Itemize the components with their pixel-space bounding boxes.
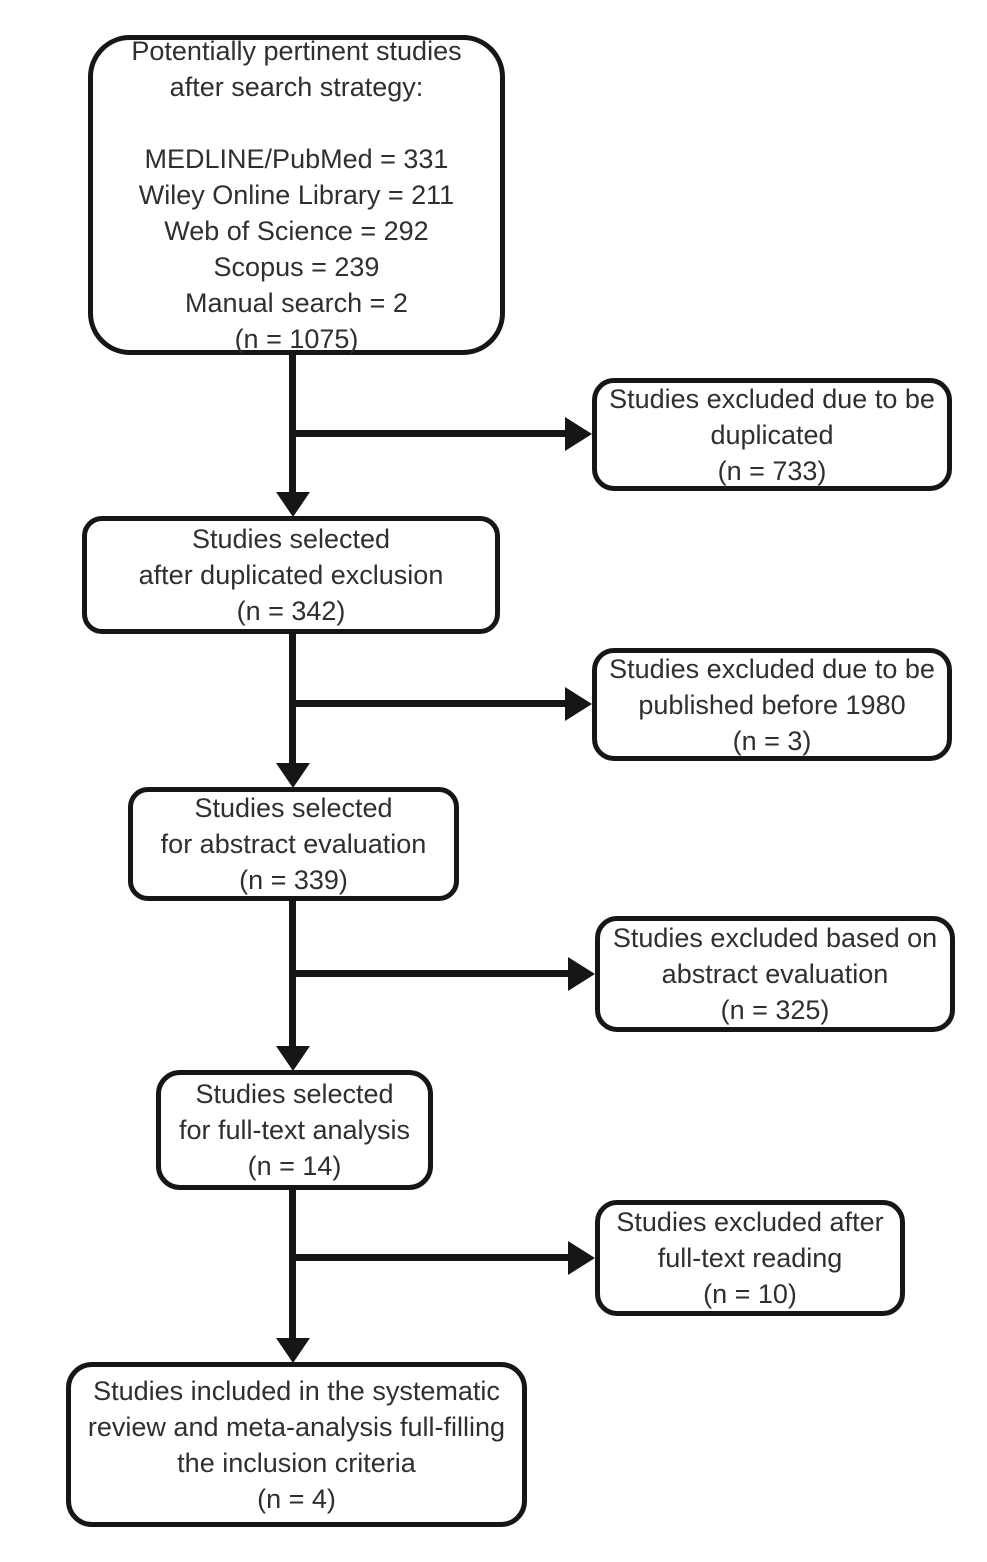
arrow-line-v4	[289, 1190, 296, 1339]
arrow-head-down-4	[276, 1338, 310, 1363]
node-full-text-analysis: Studies selected for full-text analysis …	[156, 1070, 433, 1190]
node-search-results: Potentially pertinent studies after sear…	[88, 35, 505, 355]
node-excluded-abstract-evaluation-text: Studies excluded based on abstract evalu…	[612, 923, 938, 1025]
arrow-line-h4	[292, 1254, 569, 1261]
node-excluded-duplicated: Studies excluded due to be duplicated (n…	[592, 378, 952, 491]
node-included-text: Studies included in the systematic revie…	[87, 1375, 506, 1514]
arrow-head-right-1	[565, 417, 592, 451]
arrow-head-right-3	[568, 957, 595, 991]
node-excluded-duplicated-text: Studies excluded due to be duplicated (n…	[609, 383, 935, 486]
node-after-duplicates-text: Studies selected after duplicated exclus…	[138, 524, 444, 626]
node-excluded-published-before-1980-text: Studies excluded due to be published bef…	[609, 653, 935, 756]
node-excluded-published-before-1980: Studies excluded due to be published bef…	[592, 648, 952, 761]
node-after-duplicates: Studies selected after duplicated exclus…	[82, 516, 500, 634]
arrow-head-right-4	[568, 1241, 595, 1275]
node-excluded-abstract-evaluation: Studies excluded based on abstract evalu…	[595, 916, 955, 1032]
arrow-line-h3	[292, 970, 569, 977]
node-excluded-full-text-reading: Studies excluded after full-text reading…	[595, 1200, 905, 1316]
arrow-line-v2	[289, 634, 296, 765]
node-full-text-analysis-text: Studies selected for full-text analysis …	[178, 1079, 411, 1181]
arrow-head-down-2	[276, 763, 310, 788]
node-excluded-full-text-reading-text: Studies excluded after full-text reading…	[616, 1207, 884, 1309]
node-search-results-text: Potentially pertinent studies after sear…	[131, 36, 462, 354]
node-included: Studies included in the systematic revie…	[66, 1362, 527, 1527]
arrow-head-down-3	[276, 1046, 310, 1071]
arrow-line-h1	[292, 430, 565, 437]
node-abstract-evaluation-text: Studies selected for abstract evaluation…	[160, 793, 427, 895]
node-abstract-evaluation: Studies selected for abstract evaluation…	[128, 787, 459, 901]
arrow-line-v1	[289, 355, 296, 495]
arrow-line-h2	[292, 700, 565, 707]
arrow-head-right-2	[565, 687, 592, 721]
arrow-head-down-1	[276, 492, 310, 517]
